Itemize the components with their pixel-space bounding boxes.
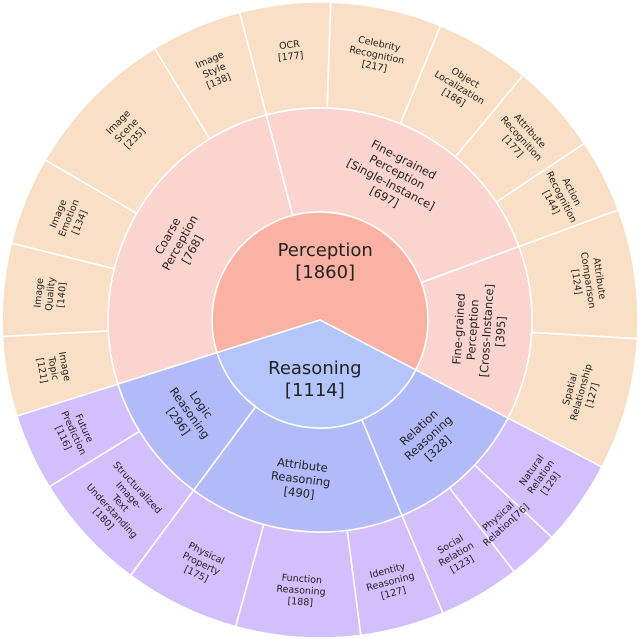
middle-ring [107,107,533,533]
label-reasoning: Reasoning[1114] [268,358,361,401]
center-ring [211,211,429,429]
label-attribute-reasoning: AttributeReasoning[490] [269,454,333,503]
label-function-reasoning: FunctionReasoning[188] [275,572,327,609]
label-image-quality: ImageQuality[140] [32,275,69,312]
segment-reasoning [216,319,417,429]
label-ocr: OCR[177] [276,38,304,63]
label-image-topic: ImageTopic[121] [34,351,73,386]
label-fine-grained-perception-cross-instance: Fine-grainedPerception[Cross-Instance][3… [449,282,511,379]
segment-perception [211,211,429,372]
label-coarse-perception: CoarsePerception[768] [147,206,213,280]
label-perception: Perception[1860] [278,239,373,282]
